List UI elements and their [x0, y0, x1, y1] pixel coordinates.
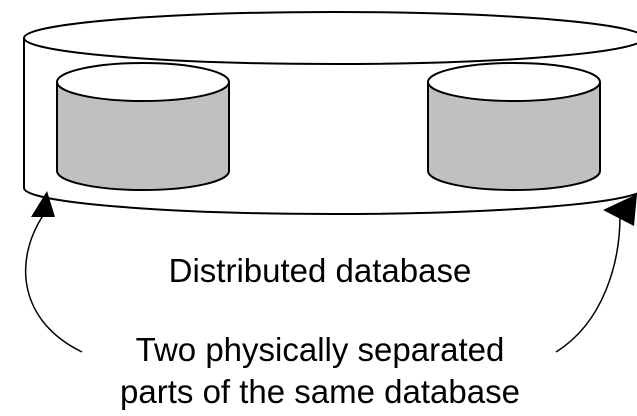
- left-arrow-curve: [24, 213, 83, 353]
- caption-line-1: Two physically separated: [136, 331, 505, 368]
- distributed-database-label: Distributed database: [169, 252, 472, 289]
- left-database-part: [56, 62, 230, 191]
- caption-line-2: parts of the same database: [120, 373, 520, 410]
- right-part-top: [427, 62, 601, 102]
- left-part-body: [56, 82, 230, 191]
- left-arrowhead: [31, 191, 55, 217]
- left-part-top: [56, 62, 230, 102]
- right-arrowhead: [603, 194, 637, 226]
- left-arrow: [24, 191, 83, 353]
- right-database-part: [427, 62, 601, 191]
- right-arrow-curve: [555, 215, 621, 353]
- right-part-body: [427, 82, 601, 191]
- right-arrow: [555, 194, 637, 353]
- outer-cylinder-top: [23, 11, 637, 65]
